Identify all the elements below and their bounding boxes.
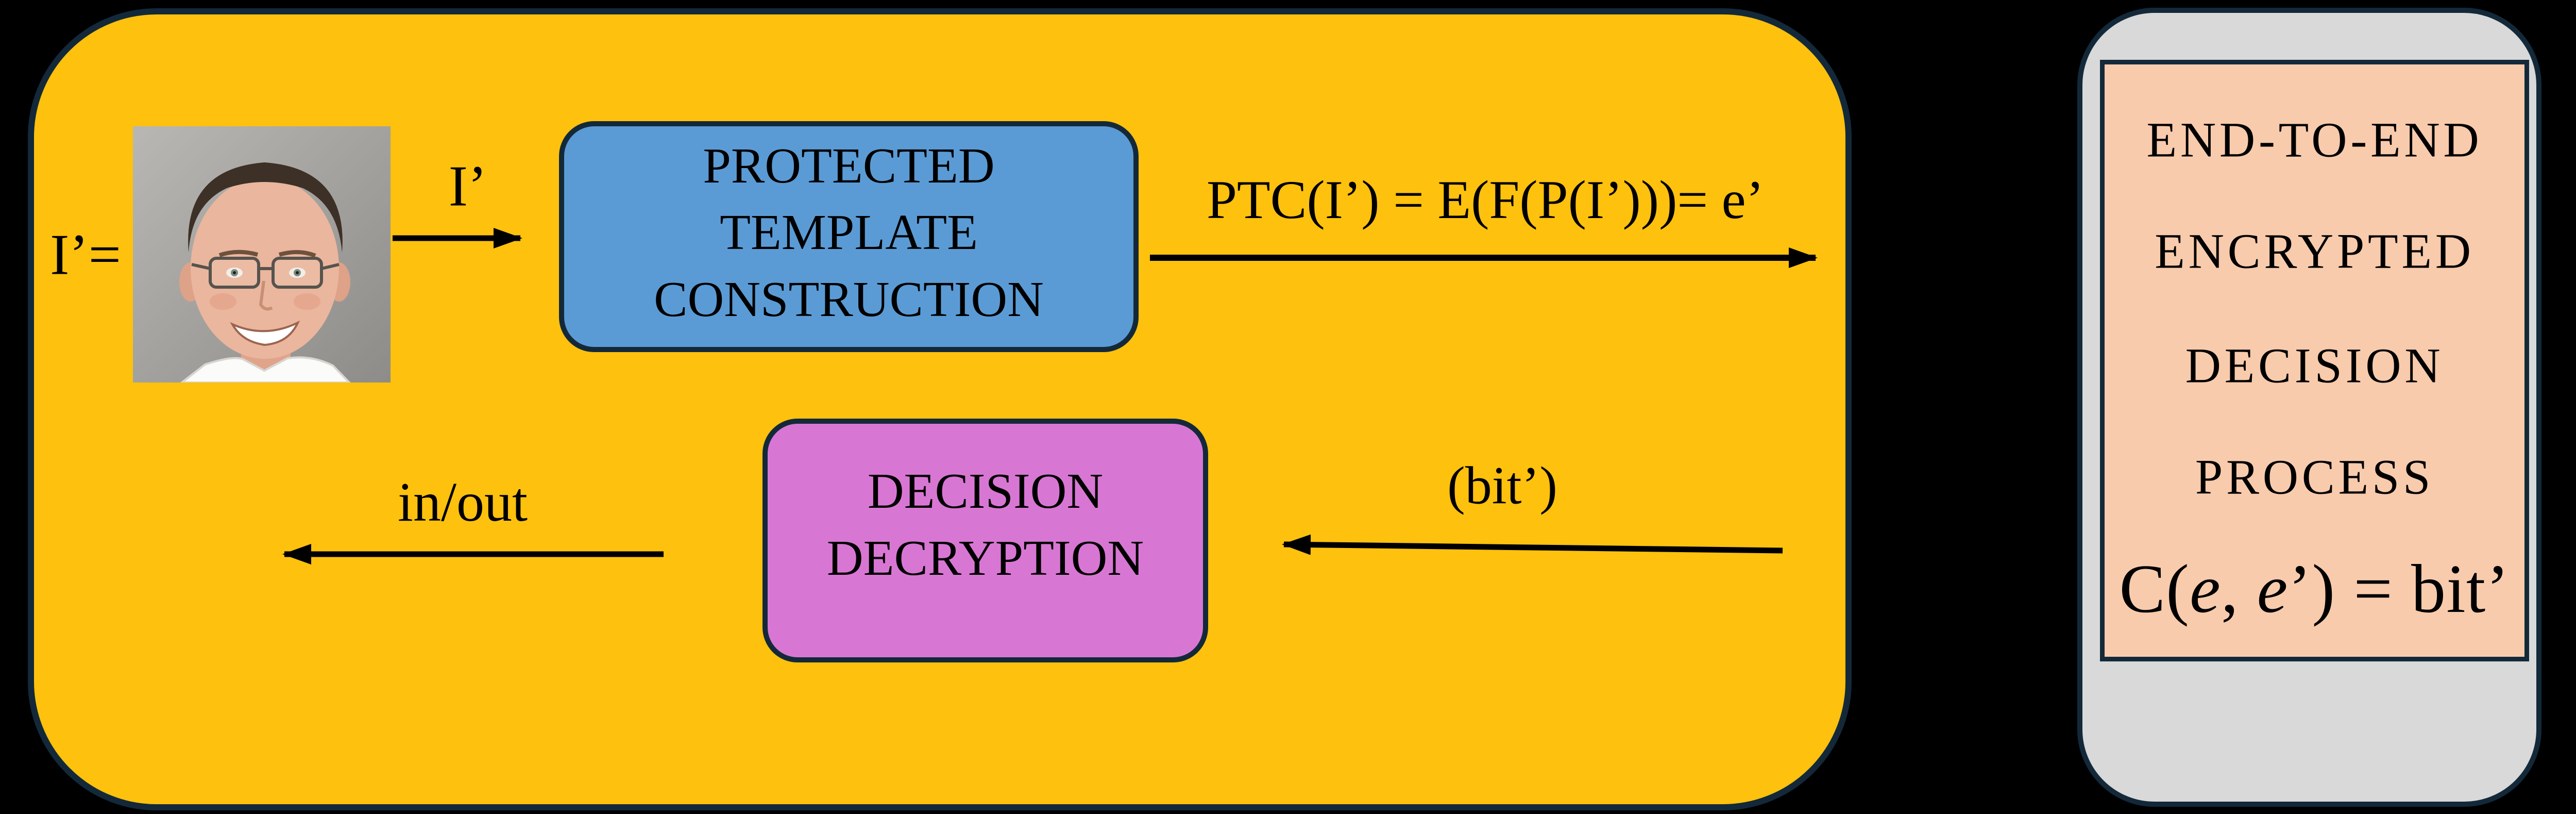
cheek-right	[294, 293, 320, 310]
server-screen: END-TO-END ENCRYPTED DECISION PROCESS C(…	[2100, 60, 2529, 661]
decision-decryption-box: DECISION DECRYPTION	[762, 419, 1208, 662]
server-line-4: PROCESS	[2195, 449, 2434, 505]
ptc-line-2: TEMPLATE	[720, 205, 978, 261]
white-shirt	[180, 356, 351, 383]
eyes	[226, 268, 306, 278]
cheek-left	[210, 293, 236, 310]
server-comparison-formula: C(e, e’) = bit’	[2119, 551, 2510, 627]
ptc-line-3: CONSTRUCTION	[654, 271, 1044, 327]
server-device-panel: END-TO-END ENCRYPTED DECISION PROCESS C(…	[2077, 8, 2541, 807]
server-line-3: DECISION	[2185, 338, 2444, 393]
protected-template-construction-box: PROTECTED TEMPLATE CONSTRUCTION	[559, 121, 1139, 352]
eyebrow-right	[278, 250, 316, 258]
decision-line-1: DECISION	[867, 463, 1104, 520]
probe-arrow-label: I’	[448, 154, 487, 219]
nose	[259, 280, 273, 311]
ptc-line-1: PROTECTED	[703, 138, 995, 194]
probe-face-photo	[133, 126, 391, 383]
server-line-2: ENCRYPTED	[2155, 223, 2475, 279]
decision-line-2: DECRYPTION	[826, 530, 1144, 586]
ptc-formula: PTC(I’) = E(F(P(I’)))= e’	[1206, 170, 1765, 230]
probe-label: I’=	[50, 223, 121, 287]
server-line-1: END-TO-END	[2146, 112, 2483, 168]
smile	[230, 320, 300, 346]
inout-arrow-label: in/out	[397, 472, 528, 533]
hair	[188, 162, 343, 253]
eyebrow-left	[218, 250, 259, 257]
bit-arrow-label: (bit’)	[1447, 456, 1557, 516]
